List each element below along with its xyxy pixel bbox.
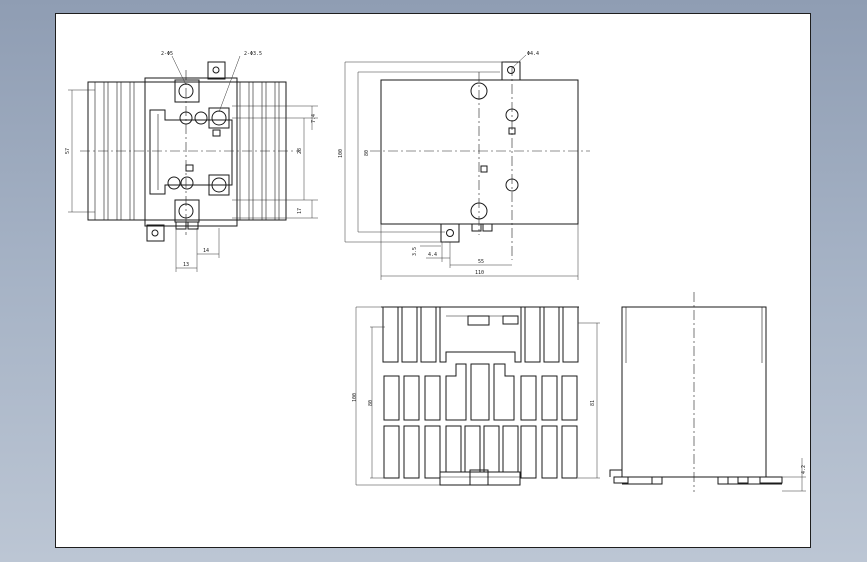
- dim-bottom-right: 14: [203, 248, 209, 254]
- dim-bottom-height-right: 81: [590, 400, 596, 406]
- bottom-view: 100 80 81: [352, 306, 600, 486]
- front-view: 2-Φ5 2-Φ3.5 57 7.4 28 17 13 14: [65, 51, 318, 272]
- side-view: Φ4.4 100 80 3.5 4.4 55 110: [338, 51, 590, 280]
- dim-bottom-height-left-inner: 80: [368, 400, 374, 406]
- callout-hole-small: 2-Φ5: [161, 51, 173, 57]
- dim-bottom-height-left: 100: [352, 393, 358, 402]
- dim-foot-small-a: 3.5: [412, 247, 418, 256]
- front-view-body: [144, 77, 238, 227]
- dim-bottom-left: 13: [183, 262, 189, 268]
- dim-overall-height: 57: [65, 148, 71, 154]
- front-view-bottom-tab: [146, 224, 165, 242]
- side-view-top-ear: [501, 61, 521, 81]
- bottom-view-base: [439, 471, 521, 486]
- front-terminal-top-right: [208, 107, 230, 129]
- dim-foot-span: 55: [478, 259, 484, 265]
- front-terminal-top-left: [174, 79, 200, 103]
- dim-foot-small-b: 4.4: [428, 252, 437, 258]
- dim-inner-height: 80: [364, 150, 370, 156]
- dim-bottom-offset: 17: [297, 208, 303, 214]
- front-terminal-bottom-right: [208, 174, 230, 196]
- dim-top-offset: 7.4: [311, 114, 317, 123]
- front-terminal-bottom-left: [174, 199, 200, 223]
- end-view-left-foot: [613, 476, 629, 484]
- bottom-view-middle-fins: [383, 363, 578, 421]
- dim-mid: 28: [297, 148, 303, 154]
- end-view: 4.2: [609, 292, 807, 492]
- end-view-right-foot: [759, 476, 783, 484]
- dim-overall-width: 110: [475, 270, 484, 276]
- dim-end-foot: 4.2: [801, 465, 807, 474]
- side-view-bottom-ear: [440, 223, 460, 243]
- front-view-inner-profile: [149, 109, 233, 195]
- dim-outer-height: 100: [338, 149, 344, 158]
- callout-hole-large: 2-Φ3.5: [244, 51, 262, 57]
- side-view-body: [380, 79, 579, 225]
- front-view-top-tab: [207, 61, 226, 80]
- bottom-view-upper-fins: [382, 307, 579, 363]
- callout-mount-hole: Φ4.4: [527, 51, 539, 57]
